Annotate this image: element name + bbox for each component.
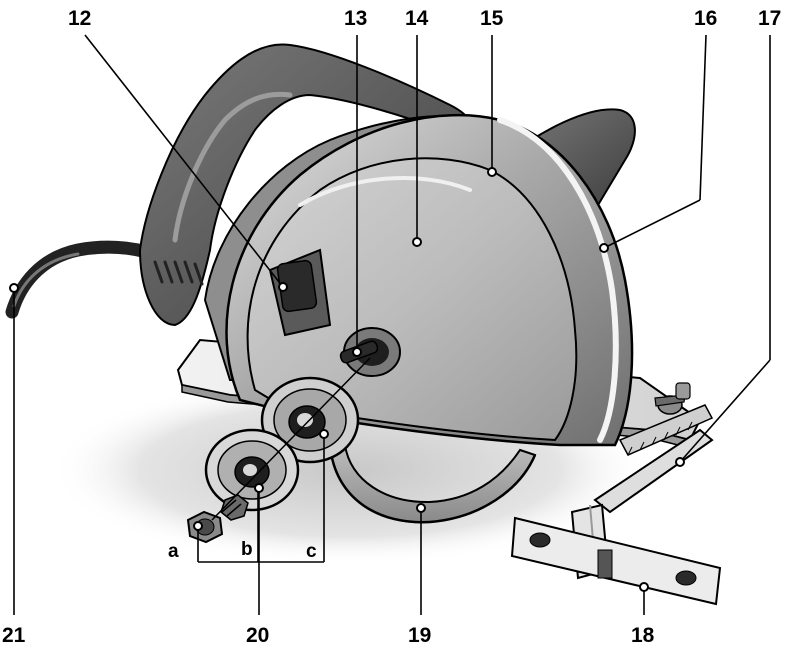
assembly-axis — [211, 357, 371, 521]
dot-marker — [639, 582, 649, 592]
dot-marker — [9, 283, 19, 293]
parallel-guide — [510, 382, 722, 606]
leader-line — [603, 199, 701, 249]
outer-flange — [204, 428, 300, 512]
callout-13: 13 — [344, 7, 368, 30]
dot-marker — [412, 237, 422, 247]
dot-marker — [675, 457, 685, 467]
dot-marker — [599, 243, 609, 253]
callout-14: 14 — [405, 7, 429, 30]
leader-line — [699, 34, 707, 201]
callout-c: c — [306, 541, 317, 562]
callout-18: 18 — [631, 624, 655, 647]
side-cover — [246, 157, 578, 442]
callout-a: a — [168, 541, 179, 562]
leader-lines — [13, 34, 771, 615]
callout-15: 15 — [480, 7, 504, 30]
leader-line — [84, 34, 284, 288]
dot-marker — [319, 429, 329, 439]
dot-marker — [487, 167, 497, 177]
dot-marker — [352, 347, 362, 357]
grip-vents — [153, 260, 204, 286]
callout-19: 19 — [408, 624, 432, 647]
callout-12: 12 — [68, 7, 92, 30]
callout-20: 20 — [246, 624, 270, 647]
dot-marker — [416, 503, 426, 513]
callout-b: b — [241, 539, 253, 560]
callout-17: 17 — [758, 7, 782, 30]
leader-line — [679, 359, 771, 463]
callout-16: 16 — [694, 7, 718, 30]
callout-21: 21 — [2, 624, 26, 647]
dot-marker — [278, 282, 288, 292]
dot-marker — [254, 483, 264, 493]
dot-marker — [193, 521, 203, 531]
dot-markers — [9, 167, 685, 592]
